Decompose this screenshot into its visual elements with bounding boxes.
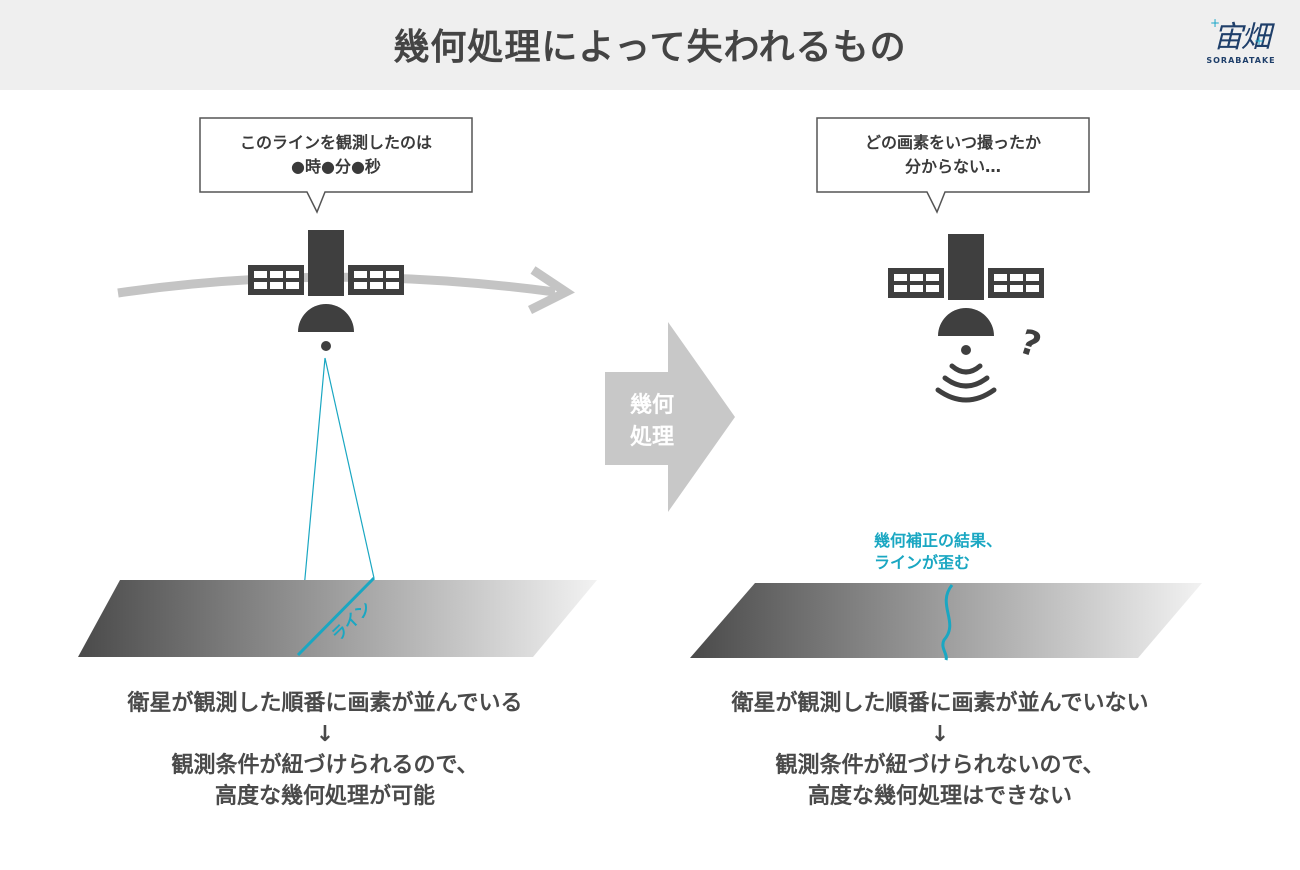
logo: 宙畑 SORABATAKE + +: [1196, 16, 1286, 78]
satellite-icon: [248, 230, 404, 351]
left-bubble-text: このラインを観測したのは ●時●分●秒: [200, 131, 472, 179]
left-caption-arrow: ↓: [315, 722, 335, 747]
left-bubble-line2: ●時●分●秒: [291, 157, 381, 176]
left-caption-line: 高度な幾何処理が可能: [214, 784, 435, 809]
page-title: 幾何処理によって失われるもの: [393, 27, 907, 68]
logo-subtext: SORABATAKE: [1206, 56, 1276, 65]
observation-line: [296, 576, 376, 657]
left-caption: 衛星が観測した順番に画素が並んでいる ↓ 観測条件が紐づけられるので、 高度な幾…: [40, 688, 610, 812]
distorted-line: [941, 584, 954, 661]
sensor-cone: [297, 357, 375, 656]
right-ground-surface: [690, 583, 1202, 661]
right-caption-line: 衛星が観測した順番に画素が並んでいない: [731, 691, 1149, 716]
right-bubble-line1: どの画素をいつ撮ったか: [864, 133, 1041, 152]
question-icon: ?: [1015, 322, 1046, 366]
left-caption-line: 観測条件が紐づけられるので、: [171, 753, 479, 778]
right-caption-line: 高度な幾何処理はできない: [807, 784, 1072, 809]
process-arrow-label: 幾何 処理: [612, 390, 692, 454]
distortion-note: 幾何補正の結果、 ラインが歪む: [874, 530, 1074, 574]
left-bubble-line1: このラインを観測したのは: [239, 133, 432, 152]
arrow-label-line1: 幾何: [629, 393, 674, 418]
satellite-icon: [888, 234, 1044, 355]
right-speech-bubble: [816, 117, 1090, 214]
right-bubble-line2: 分からない…: [904, 157, 1001, 176]
left-caption-line: 衛星が観測した順番に画素が並んでいる: [127, 691, 523, 716]
signal-waves-icon: [935, 363, 997, 403]
sparkle-icon: +: [1210, 16, 1221, 30]
left-ground-surface: ライン: [78, 576, 597, 657]
logo-text: 宙畑: [1213, 20, 1271, 55]
right-bubble-text: どの画素をいつ撮ったか 分からない…: [817, 131, 1089, 179]
distortion-note-line2: ラインが歪む: [874, 553, 971, 572]
header-bar: [0, 0, 1300, 90]
arrow-label-line2: 処理: [629, 425, 674, 450]
right-caption: 衛星が観測した順番に画素が並んでいない ↓ 観測条件が紐づけられないので、 高度…: [660, 688, 1220, 812]
right-caption-arrow: ↓: [930, 722, 950, 747]
process-arrow-icon: [605, 322, 735, 512]
left-speech-bubble: [199, 117, 473, 214]
sparkle-icon: +: [1254, 34, 1265, 48]
right-caption-line: 観測条件が紐づけられないので、: [775, 753, 1105, 778]
distortion-note-line1: 幾何補正の結果、: [874, 531, 1003, 550]
